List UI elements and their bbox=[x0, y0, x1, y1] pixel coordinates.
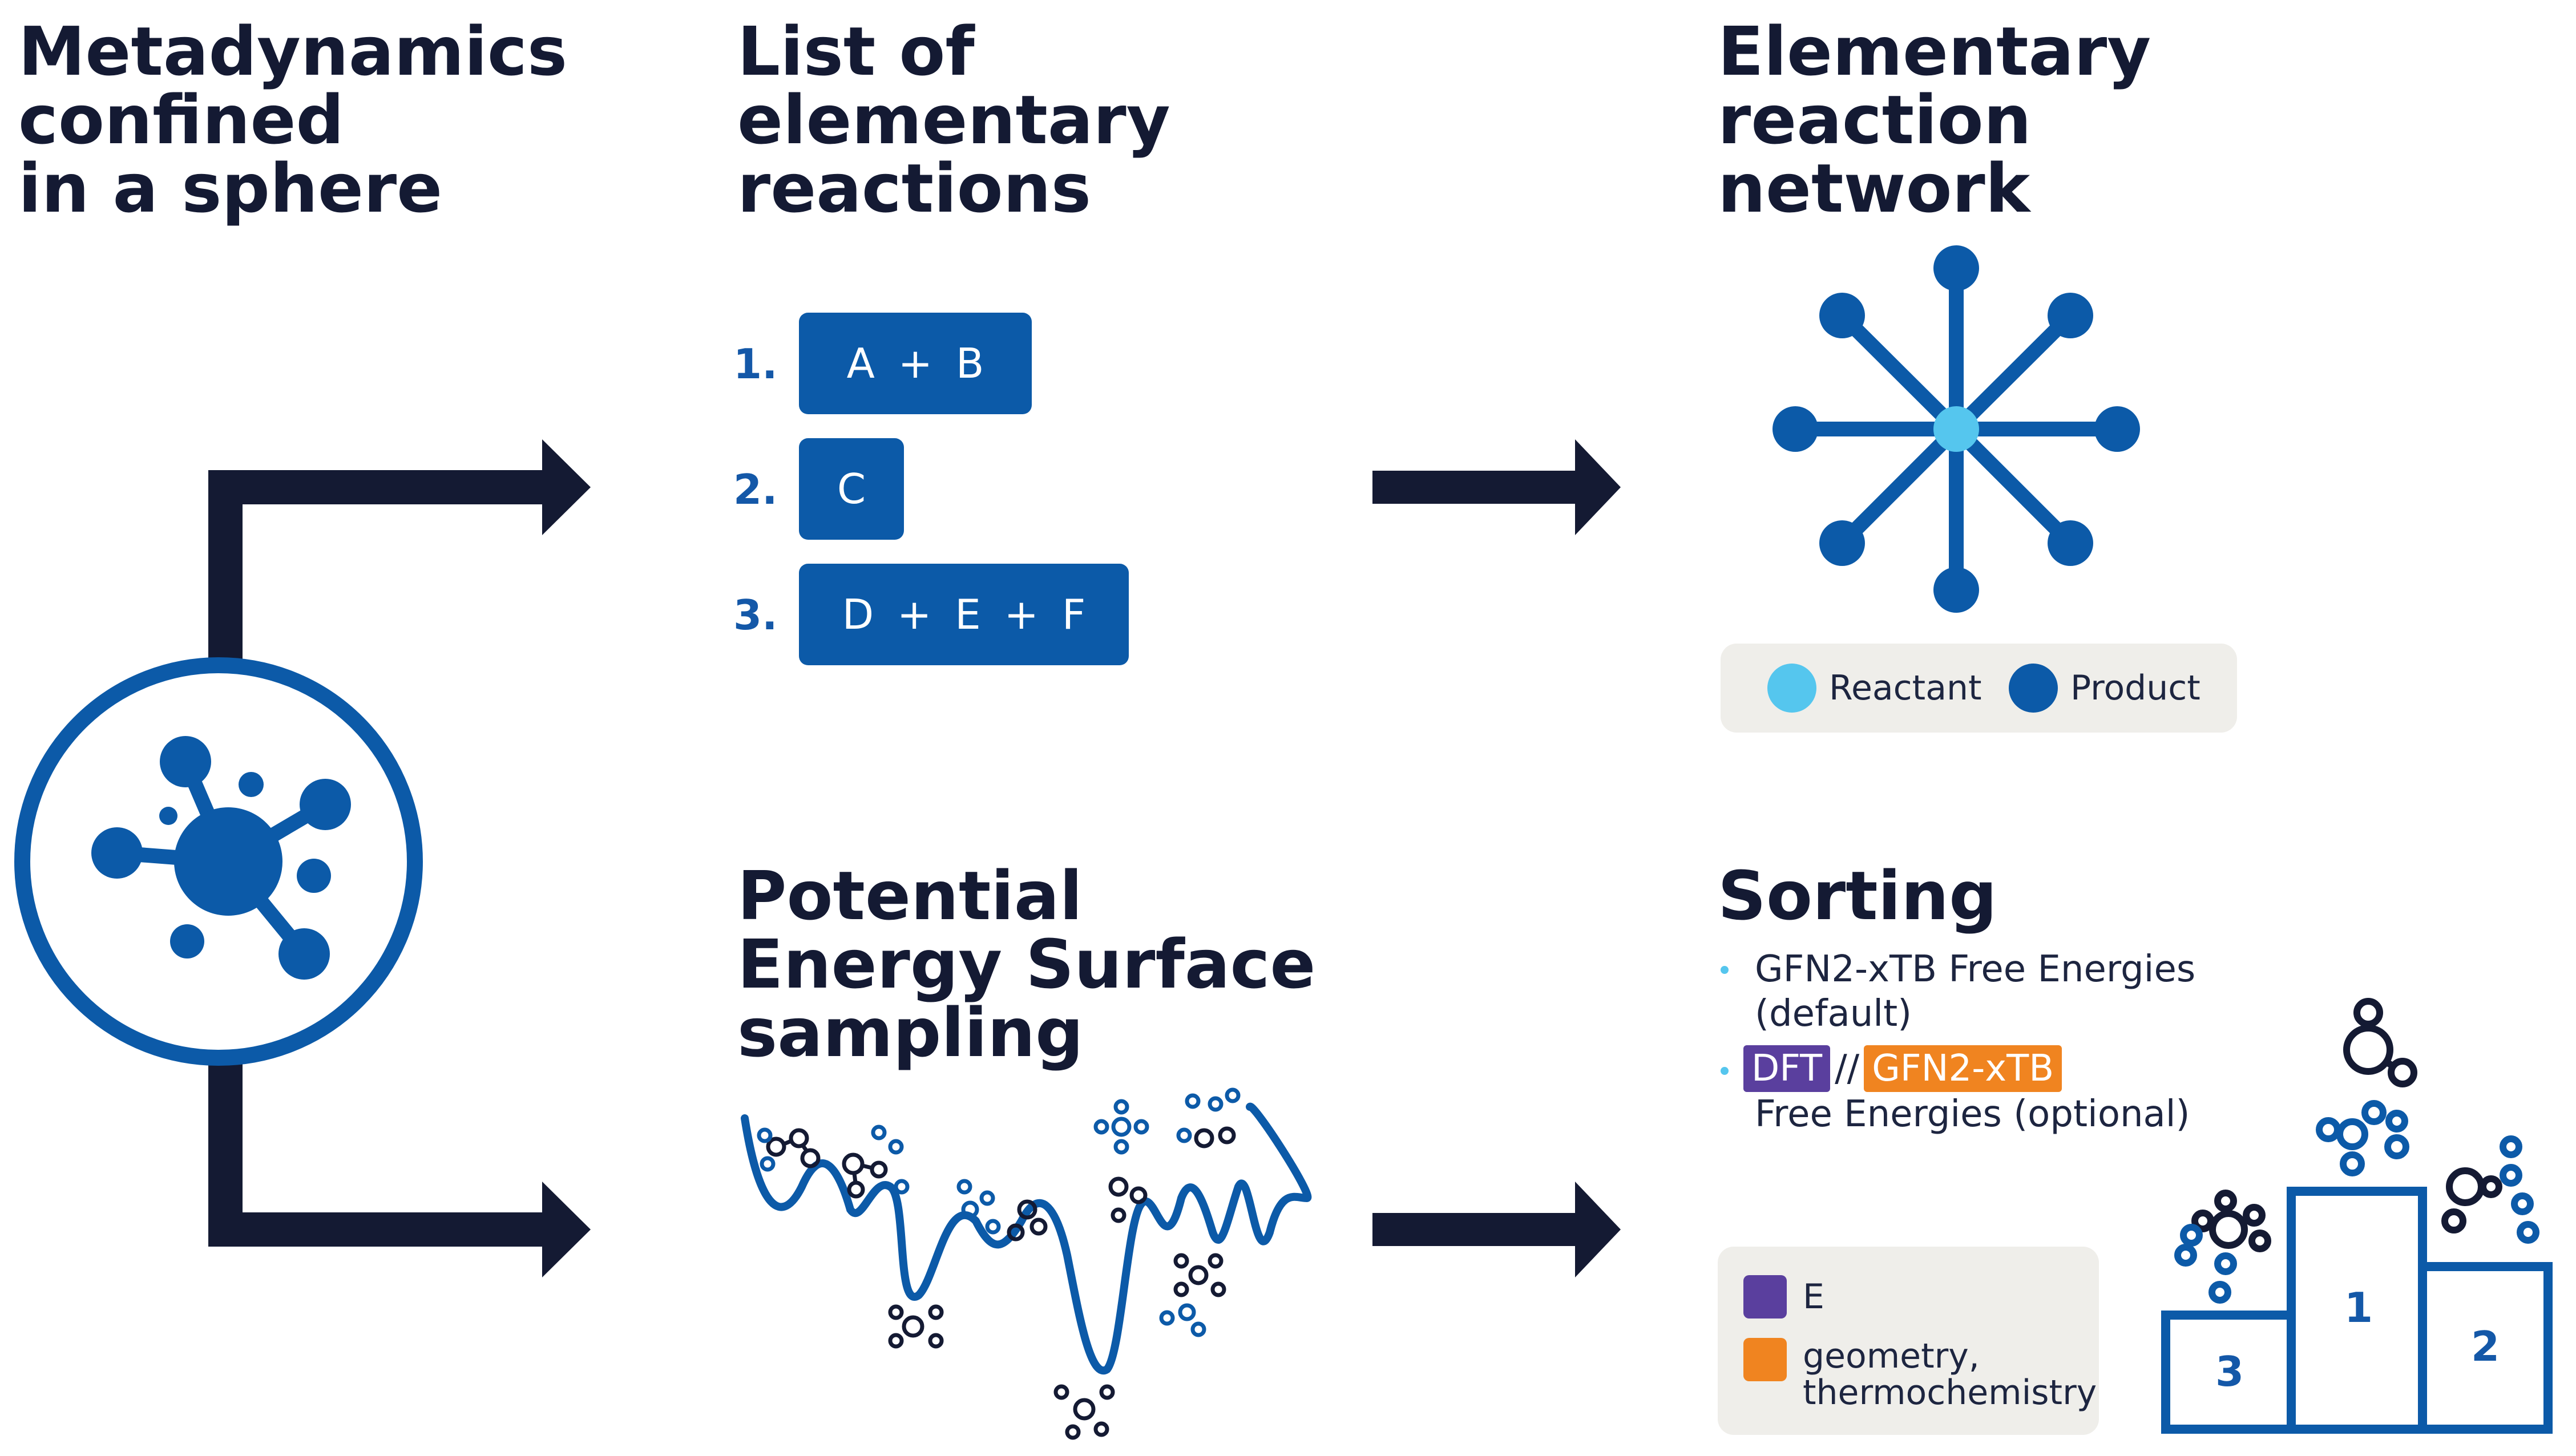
legend-item-energy: E bbox=[1743, 1275, 1824, 1319]
network-legend: Reactant Product bbox=[1721, 644, 2237, 733]
dft-tag: DFT bbox=[1743, 1045, 1831, 1092]
star-network-icon bbox=[1772, 245, 2140, 613]
reaction-number: 1. bbox=[733, 340, 778, 388]
molecule-in-sphere-icon bbox=[14, 657, 423, 1066]
gfn2-xtb-tag: GFN2-xTB bbox=[1864, 1045, 2062, 1092]
arrow-right-icon bbox=[1372, 439, 1621, 1277]
heading-pes-sampling: Potential Energy Surface sampling bbox=[737, 856, 1316, 1072]
sorting-item-optional: DFT//GFN2-xTB Free Energies (optional) bbox=[1743, 1045, 2190, 1137]
podium-second-place: 2 bbox=[2471, 1322, 2500, 1370]
podium-icon bbox=[2161, 1187, 2553, 1434]
bullet-icon bbox=[1721, 966, 1729, 974]
reaction-item-1: A + B bbox=[799, 313, 1032, 414]
sorting-legend: E geometry, thermochemistry bbox=[1718, 1247, 2099, 1435]
heading-metadynamics: Metadynamics confined in a sphere bbox=[18, 12, 568, 228]
heading-list-of-reactions: List of elementary reactions bbox=[737, 12, 1170, 228]
reaction-number: 3. bbox=[733, 591, 778, 639]
geometry-square-icon bbox=[1743, 1338, 1787, 1381]
podium-first-place: 1 bbox=[2344, 1284, 2373, 1332]
molecule-icon bbox=[757, 998, 2539, 1440]
reaction-item-3: D + E + F bbox=[799, 564, 1129, 665]
podium-third-place: 3 bbox=[2215, 1348, 2244, 1396]
legend-item-reactant: Reactant bbox=[1767, 664, 1982, 713]
potential-energy-curve-icon bbox=[741, 1102, 1312, 1375]
sorting-item-default: GFN2-xTB Free Energies (default) bbox=[1755, 948, 2196, 1035]
legend-item-product: Product bbox=[2009, 664, 2200, 713]
reactant-dot-icon bbox=[1767, 664, 1816, 713]
method-tags: DFT//GFN2-xTB bbox=[1743, 1045, 2190, 1092]
reaction-item-2: C bbox=[799, 438, 904, 540]
legend-item-geometry: geometry, thermochemistry bbox=[1743, 1338, 2097, 1411]
product-dot-icon bbox=[2009, 664, 2058, 713]
energy-square-icon bbox=[1743, 1275, 1787, 1319]
reaction-number: 2. bbox=[733, 466, 778, 513]
heading-reaction-network: Elementary reaction network bbox=[1718, 12, 2151, 228]
bullet-icon bbox=[1721, 1067, 1729, 1075]
flow-connector-icon bbox=[208, 439, 591, 1277]
heading-sorting: Sorting bbox=[1718, 856, 1997, 935]
